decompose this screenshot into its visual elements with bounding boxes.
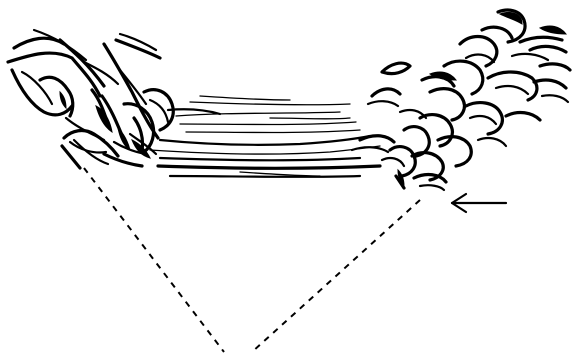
right-rim-rocks bbox=[352, 10, 570, 190]
pointer-arrow bbox=[452, 194, 506, 212]
basin-layers bbox=[150, 96, 380, 177]
left-rim-rocks bbox=[8, 30, 173, 168]
dashed-cone-outline bbox=[84, 168, 420, 352]
